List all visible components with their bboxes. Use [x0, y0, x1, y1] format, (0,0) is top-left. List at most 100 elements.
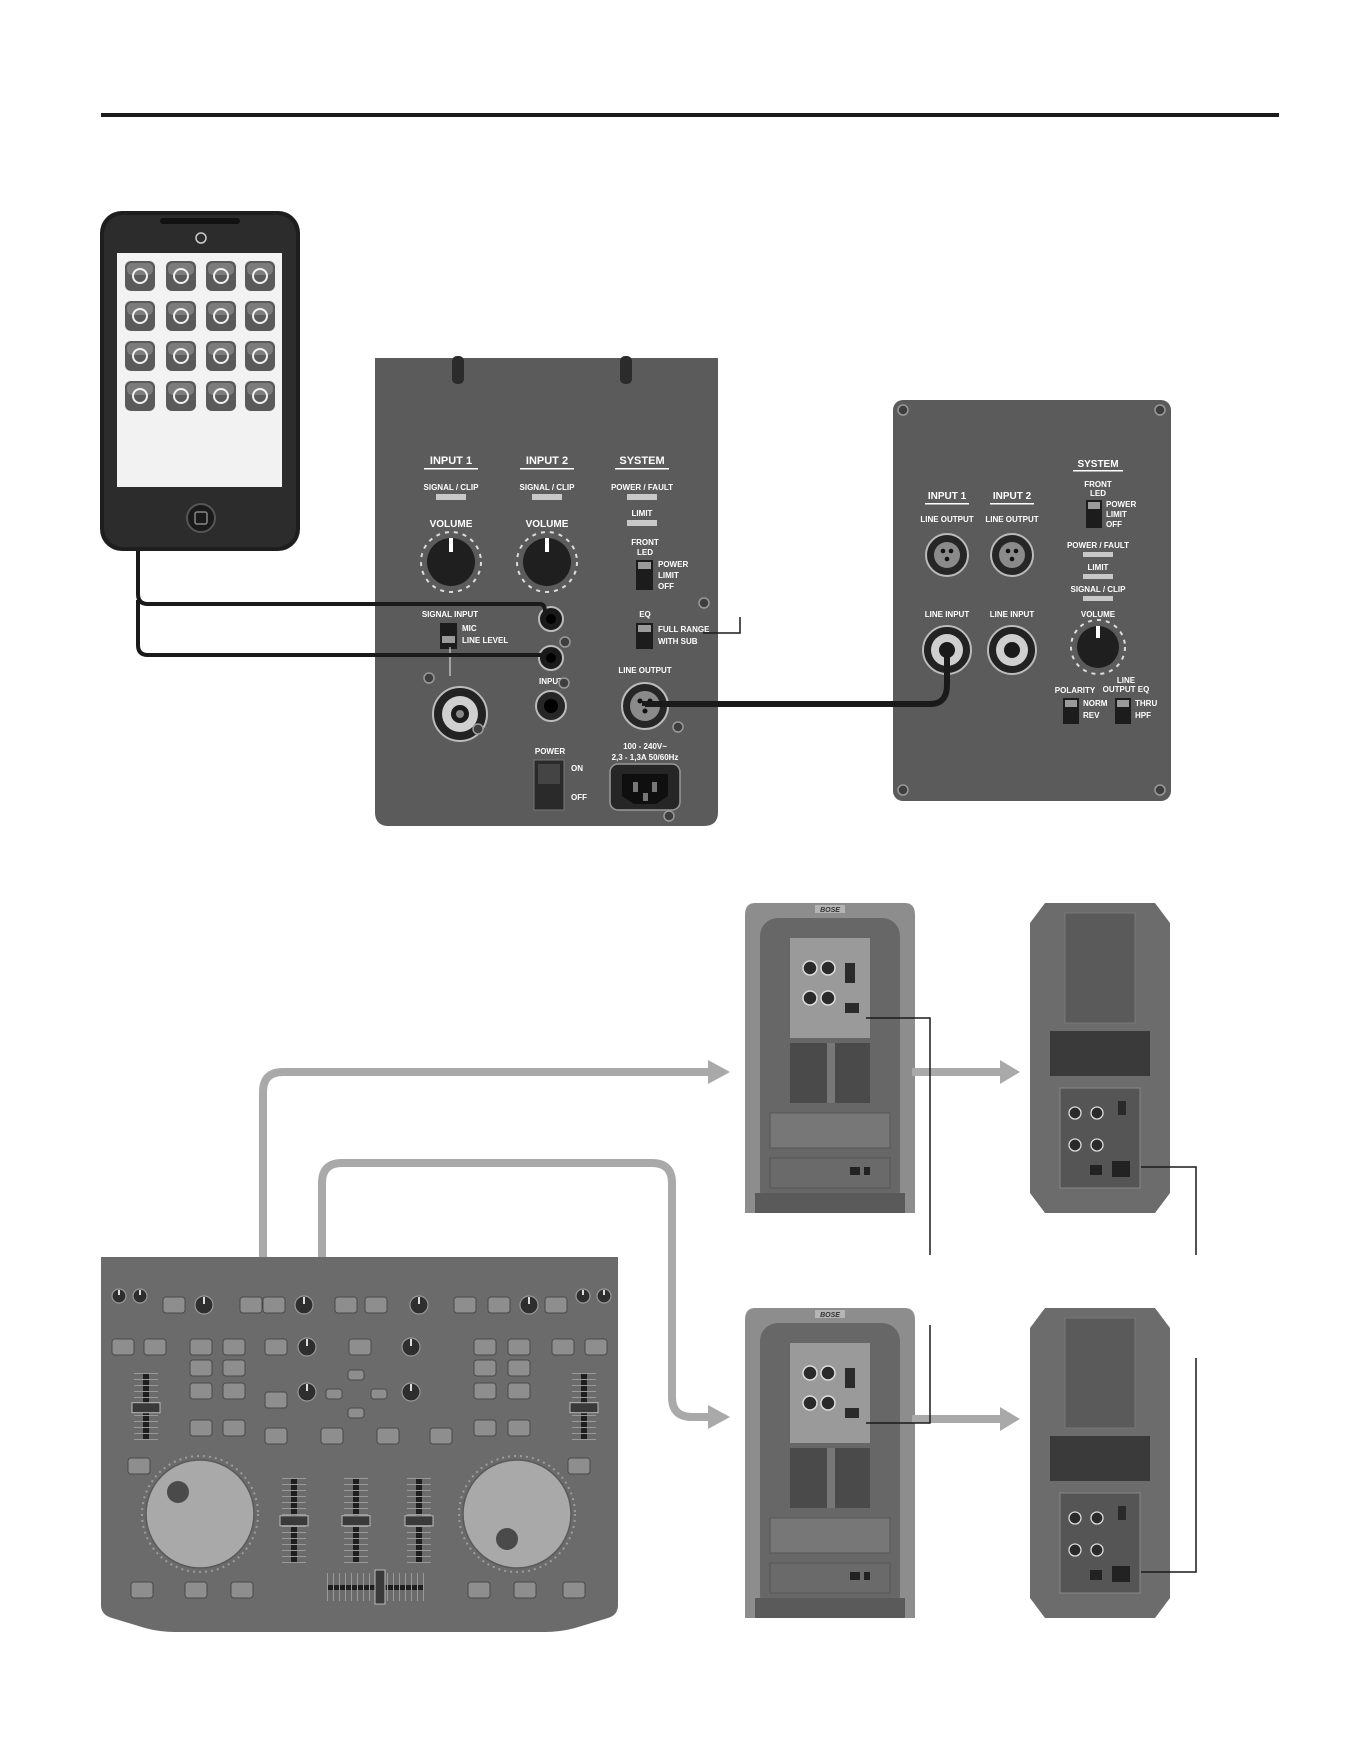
mixer-button[interactable] [189, 1338, 213, 1356]
mixer-button[interactable] [162, 1296, 186, 1314]
mixer-button[interactable] [230, 1581, 254, 1599]
mixer-fader[interactable] [341, 1478, 371, 1563]
p1-aux-jack-top[interactable] [538, 606, 564, 632]
app-icon[interactable] [166, 301, 196, 331]
p1-input2-volume-knob[interactable] [516, 531, 578, 593]
mixer-knob[interactable] [596, 1288, 612, 1304]
mixer-fader[interactable] [279, 1478, 309, 1563]
mixer-fader[interactable] [131, 1373, 161, 1440]
mixer-button[interactable] [222, 1359, 246, 1377]
mixer-button[interactable] [567, 1457, 591, 1475]
mixer-button[interactable] [222, 1419, 246, 1437]
mixer-button[interactable] [467, 1581, 491, 1599]
mixer-knob[interactable] [519, 1295, 539, 1315]
mixer-button[interactable] [507, 1382, 531, 1400]
app-icon[interactable] [166, 341, 196, 371]
mixer-button[interactable] [111, 1338, 135, 1356]
p2-input2-line-input-jack[interactable] [987, 625, 1037, 675]
mixer-button[interactable] [364, 1296, 388, 1314]
mixer-button[interactable] [473, 1359, 497, 1377]
mixer-button[interactable] [320, 1427, 344, 1445]
mixer-button[interactable] [347, 1369, 365, 1381]
p1-input-jack[interactable] [535, 690, 567, 722]
app-icon[interactable] [166, 261, 196, 291]
p1-front-led-switch[interactable] [636, 560, 653, 590]
mixer-button[interactable] [222, 1338, 246, 1356]
app-icon[interactable] [245, 301, 275, 331]
mixer-knob[interactable] [194, 1295, 214, 1315]
mixer-button[interactable] [473, 1338, 497, 1356]
mixer-fader[interactable] [404, 1478, 434, 1563]
mixer-button[interactable] [584, 1338, 608, 1356]
mixer-knob[interactable] [575, 1288, 591, 1304]
mixer-knob[interactable] [401, 1382, 421, 1402]
mixer-button[interactable] [222, 1382, 246, 1400]
mixer-button[interactable] [487, 1296, 511, 1314]
jog-wheel[interactable] [458, 1455, 576, 1573]
mixer-button[interactable] [130, 1581, 154, 1599]
app-icon[interactable] [206, 261, 236, 291]
mixer-button[interactable] [262, 1296, 286, 1314]
mixer-fader[interactable] [569, 1373, 599, 1440]
p2-input2-line-output-xlr[interactable] [990, 533, 1034, 577]
mixer-button[interactable] [376, 1427, 400, 1445]
p1-signal-input-switch[interactable] [440, 623, 457, 649]
app-icon[interactable] [206, 381, 236, 411]
app-icon[interactable] [206, 341, 236, 371]
app-icon[interactable] [125, 381, 155, 411]
mixer-button[interactable] [347, 1407, 365, 1419]
app-icon[interactable] [125, 261, 155, 291]
mixer-button[interactable] [264, 1338, 288, 1356]
mixer-button[interactable] [544, 1296, 568, 1314]
p1-power-switch[interactable] [533, 759, 565, 811]
app-icon[interactable] [206, 301, 236, 331]
mixer-button[interactable] [562, 1581, 586, 1599]
mixer-button[interactable] [143, 1338, 167, 1356]
mixer-button[interactable] [189, 1419, 213, 1437]
mixer-knob[interactable] [297, 1337, 317, 1357]
p1-iec-power-inlet[interactable] [609, 763, 681, 811]
mixer-button[interactable] [325, 1388, 343, 1400]
mixer-button[interactable] [184, 1581, 208, 1599]
mixer-knob[interactable] [111, 1288, 127, 1304]
mixer-button[interactable] [513, 1581, 537, 1599]
jog-wheel[interactable] [141, 1455, 259, 1573]
p1-eq-switch[interactable] [636, 623, 653, 649]
mixer-button[interactable] [127, 1457, 151, 1475]
mixer-button[interactable] [239, 1296, 263, 1314]
p2-polarity-switch[interactable] [1063, 698, 1079, 724]
mixer-button[interactable] [348, 1338, 372, 1356]
mixer-button[interactable] [264, 1427, 288, 1445]
p2-line-output-eq-switch[interactable] [1115, 698, 1131, 724]
app-icon[interactable] [125, 341, 155, 371]
mixer-button[interactable] [453, 1296, 477, 1314]
mixer-button[interactable] [507, 1419, 531, 1437]
mixer-button[interactable] [189, 1382, 213, 1400]
mixer-knob[interactable] [401, 1337, 421, 1357]
p2-front-led-switch[interactable] [1086, 500, 1102, 528]
p2-volume-knob[interactable] [1070, 619, 1126, 675]
mixer-knob[interactable] [132, 1288, 148, 1304]
mixer-button[interactable] [189, 1359, 213, 1377]
crossfader[interactable] [327, 1569, 424, 1605]
mixer-button[interactable] [507, 1359, 531, 1377]
mixer-knob[interactable] [297, 1382, 317, 1402]
mixer-button[interactable] [370, 1388, 388, 1400]
mixer-knob[interactable] [409, 1295, 429, 1315]
mixer-button[interactable] [429, 1427, 453, 1445]
p2-input1-line-output-xlr[interactable] [925, 533, 969, 577]
app-icon[interactable] [166, 381, 196, 411]
mixer-button[interactable] [551, 1338, 575, 1356]
p2-input1-line-input-jack[interactable] [922, 625, 972, 675]
app-icon[interactable] [245, 381, 275, 411]
mixer-knob[interactable] [294, 1295, 314, 1315]
app-icon[interactable] [245, 261, 275, 291]
app-icon[interactable] [125, 301, 155, 331]
p1-aux-jack-bottom[interactable] [538, 645, 564, 671]
p1-input1-volume-knob[interactable] [420, 531, 482, 593]
mixer-button[interactable] [507, 1338, 531, 1356]
mixer-button[interactable] [473, 1419, 497, 1437]
app-icon[interactable] [245, 341, 275, 371]
mixer-button[interactable] [473, 1382, 497, 1400]
mixer-button[interactable] [264, 1391, 288, 1409]
